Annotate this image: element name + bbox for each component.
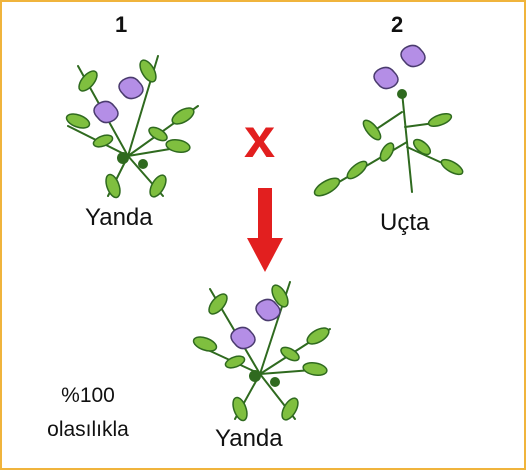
parent2-label: Uçta: [380, 209, 430, 236]
cross-symbol: x: [244, 106, 276, 169]
offspring-label: Yanda: [215, 425, 283, 452]
offspring-plant-illustration: [192, 281, 331, 422]
parent1-label: Yanda: [85, 204, 153, 231]
parent1-number: 1: [115, 12, 128, 37]
probability-word: olasılıkla: [47, 418, 129, 441]
parent2-plant-illustration: [313, 44, 464, 197]
down-arrow-icon: [247, 188, 283, 272]
parent1-plant-illustration: [65, 55, 199, 199]
probability-value: %100: [61, 384, 115, 407]
probability-note: %100 olasılıkla: [30, 379, 146, 447]
parent2-number: 2: [391, 12, 404, 37]
